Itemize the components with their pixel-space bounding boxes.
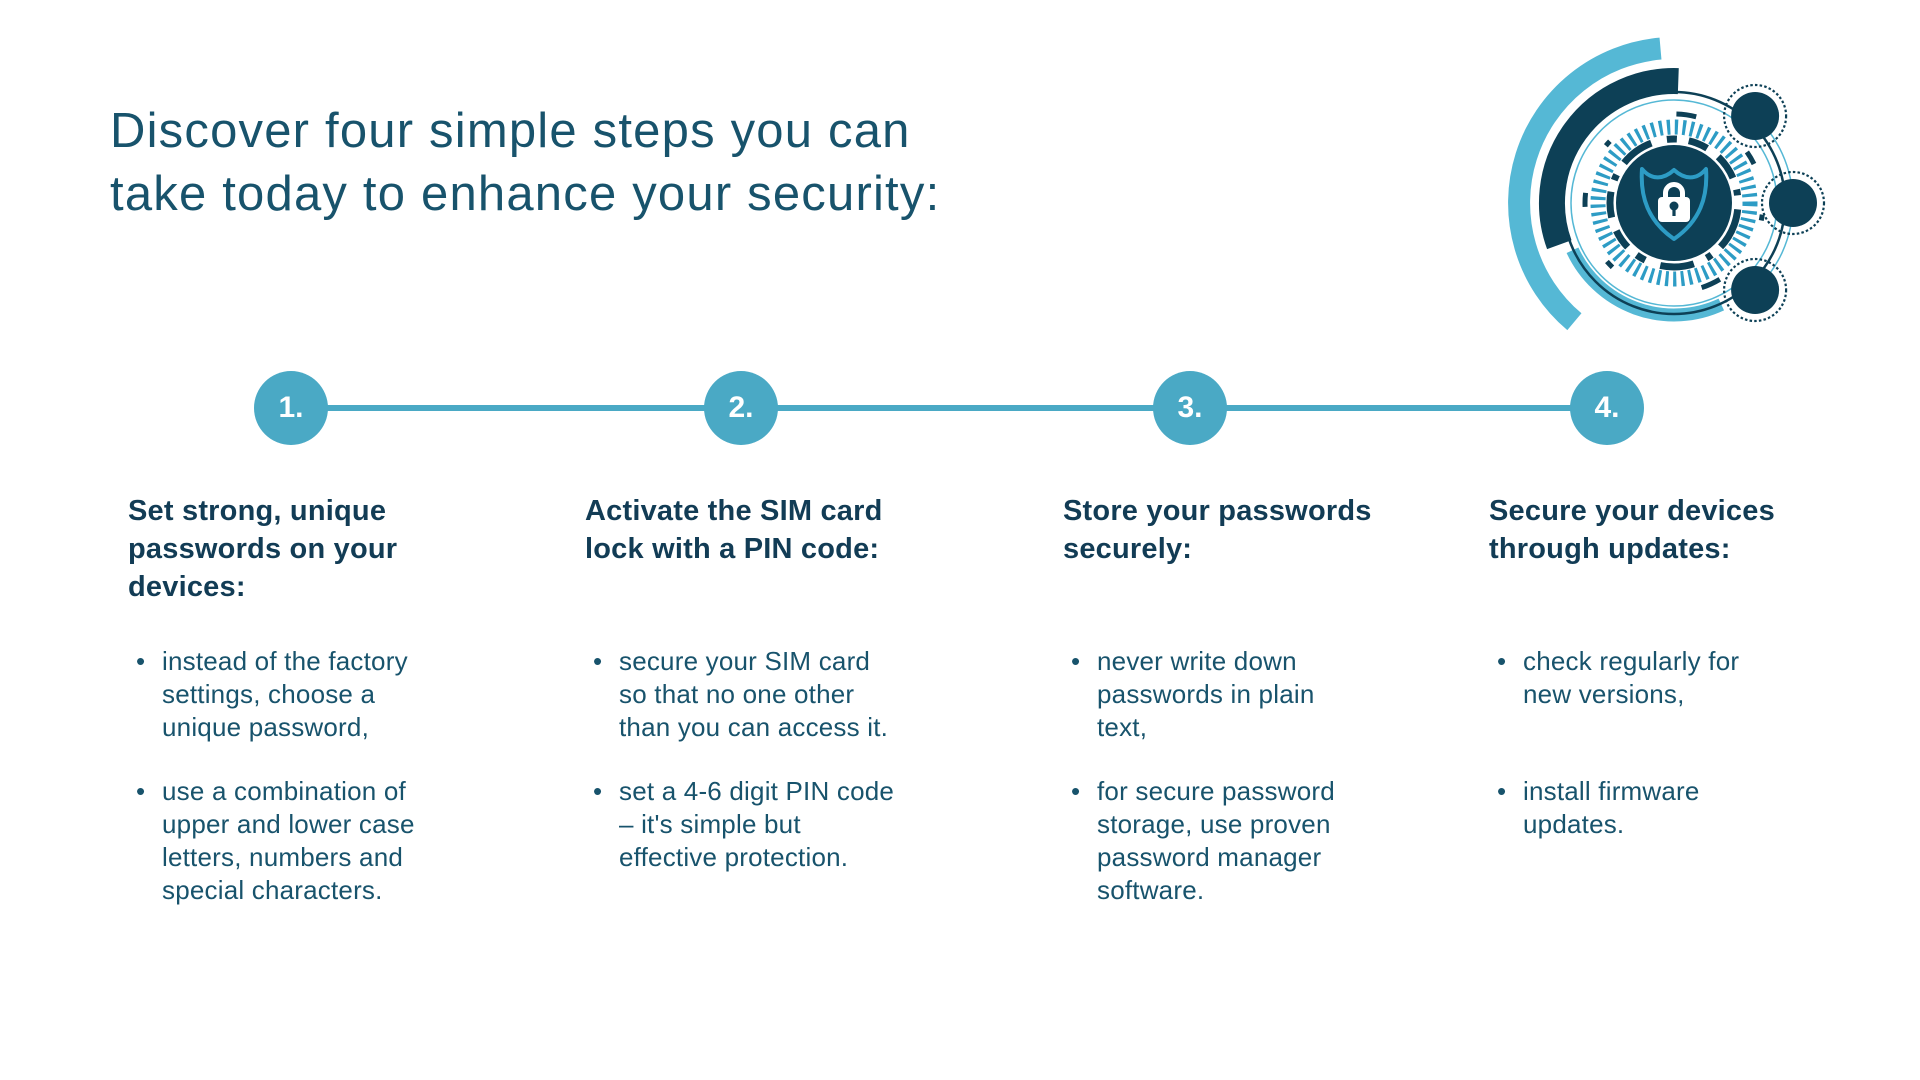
bullet-item: • instead of the factory settings, choos… [128, 645, 447, 775]
bullet-dot: • [1497, 776, 1507, 806]
bullet-item: • use a combination of upper and lower c… [128, 775, 447, 907]
bullet-text: install firmware updates. [1523, 776, 1700, 839]
page-title: Discover four simple steps you can take … [110, 100, 1110, 226]
bullet-item: • secure your SIM card so that no one ot… [585, 645, 899, 775]
bullet-text: set a 4-6 digit PIN code – it's simple b… [619, 776, 895, 872]
bullet-item: • check regularly for new versions, [1489, 645, 1783, 775]
bullet-dot: • [136, 776, 146, 806]
security-shield-logo [1502, 31, 1846, 375]
bullet-text: never write down passwords in plain text… [1097, 646, 1315, 742]
bullet-text: secure your SIM card so that no one othe… [619, 646, 889, 742]
bullet-dot: • [136, 646, 146, 676]
step-2-number: 2. [728, 391, 754, 424]
step-1-heading: Set strong, unique passwords on your dev… [128, 495, 398, 603]
step-2-badge: 2. [704, 371, 778, 445]
page-title-line-2: take today to enhance your security: [110, 167, 941, 221]
step-1-number: 1. [278, 391, 304, 424]
step-3-heading: Store your passwords securely: [1063, 495, 1372, 565]
step-3-bullets: • never write down passwords in plain te… [1063, 645, 1369, 907]
step-3-column: Store your passwords securely: • never w… [1063, 492, 1408, 905]
bullet-text: use a combination of upper and lower cas… [162, 776, 415, 905]
timeline-connector-line [291, 405, 1607, 411]
bullet-text: instead of the factory settings, choose … [162, 646, 408, 742]
step-1-column: Set strong, unique passwords on your dev… [128, 492, 473, 905]
bullet-dot: • [1071, 776, 1081, 806]
step-3-badge: 3. [1153, 371, 1227, 445]
step-2-column: Activate the SIM card lock with a PIN co… [585, 492, 925, 872]
step-3-number: 3. [1177, 391, 1203, 424]
step-1-badge: 1. [254, 371, 328, 445]
step-4-badge: 4. [1570, 371, 1644, 445]
step-1-bullets: • instead of the factory settings, choos… [128, 645, 447, 907]
shield-lock-icon [1508, 37, 1826, 331]
step-4-number: 4. [1594, 391, 1620, 424]
step-4-bullets: • check regularly for new versions, • in… [1489, 645, 1783, 841]
bullet-item: • for secure password storage, use prove… [1063, 775, 1369, 907]
bullet-dot: • [1497, 646, 1507, 676]
bullet-text: check regularly for new versions, [1523, 646, 1740, 709]
step-2-bullets: • secure your SIM card so that no one ot… [585, 645, 899, 874]
bullet-dot: • [593, 646, 603, 676]
bullet-item: • install firmware updates. [1489, 775, 1783, 841]
step-4-heading: Secure your devices through updates: [1489, 495, 1775, 565]
bullet-item: • set a 4-6 digit PIN code – it's simple… [585, 775, 899, 874]
bullet-item: • never write down passwords in plain te… [1063, 645, 1369, 775]
bullet-dot: • [1071, 646, 1081, 676]
bullet-dot: • [593, 776, 603, 806]
step-4-column: Secure your devices through updates: • c… [1489, 492, 1819, 839]
bullet-text: for secure password storage, use proven … [1097, 776, 1335, 905]
step-2-heading: Activate the SIM card lock with a PIN co… [585, 495, 883, 565]
page-title-line-1: Discover four simple steps you can [110, 104, 911, 158]
